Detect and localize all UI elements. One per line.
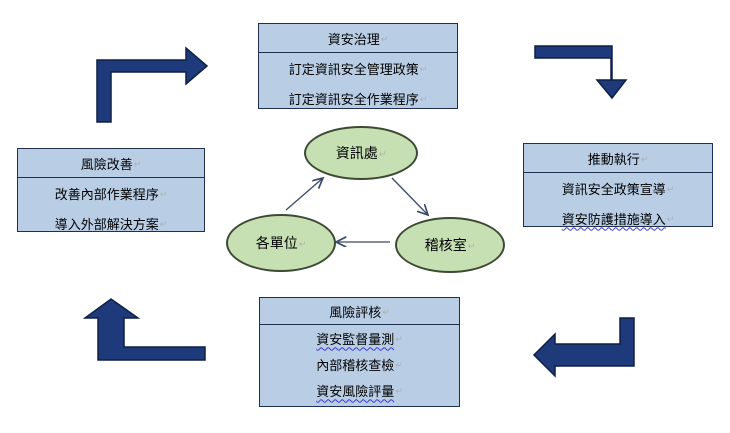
box-promote-title-text: 推動執行 [587,152,640,168]
box-assess-item-1-text: 資安監督量測 [316,332,395,348]
arrow-units-to-info [285,178,323,211]
box-governance-title-text: 資安治理 [327,32,380,48]
box-governance-item-1: 訂定資訊安全管理政策↵ [259,53,457,83]
box-promote: 推動執行↵ 資訊安全政策宣導↵ 資安防護措施導入↵ [523,143,713,228]
arrow-top-right [534,45,628,100]
box-improve-item-1-text: 改善內部作業程序 [54,187,159,203]
node-audit: 稽核室↵ [395,217,505,273]
node-info-label: 資訊處 [335,146,378,162]
box-improve-item-2: 導入外部解決方案↵ [18,208,204,238]
arrow-bottom-right [532,317,635,378]
box-governance: 資安治理↵ 訂定資訊安全管理政策↵ 訂定資訊安全作業程序↵ [258,23,458,109]
box-improve-title-text: 風險改善 [80,157,133,173]
box-governance-item-2: 訂定資訊安全作業程序↵ [259,83,457,113]
box-governance-item-2-text: 訂定資訊安全作業程序 [288,92,419,108]
box-improve: 風險改善↵ 改善內部作業程序↵ 導入外部解決方案↵ [17,148,205,233]
node-units-label: 各單位 [255,236,298,252]
box-promote-item-2-text: 資安防護措施導入 [561,212,666,228]
arrow-info-to-audit [391,177,428,215]
box-assess-item-2-text: 內部稽核查檢 [316,358,395,374]
node-audit-label: 稽核室 [424,238,467,254]
box-governance-title: 資安治理↵ [259,24,457,53]
box-assess-title-text: 風險評核 [329,305,382,321]
box-promote-item-1: 資訊安全政策宣導↵ [524,173,712,203]
node-units: 各單位↵ [226,214,336,272]
box-assess-item-3-text: 資安風險評量 [316,384,395,400]
node-info: 資訊處↵ [304,126,418,180]
box-assess-item-2: 內部稽核查檢↵ [260,351,459,377]
box-assess-item-3: 資安風險評量↵ [260,377,459,403]
box-promote-title: 推動執行↵ [524,144,712,173]
box-promote-item-2: 資安防護措施導入↵ [524,203,712,233]
box-governance-item-1-text: 訂定資訊安全管理政策 [288,62,419,78]
box-assess-item-1: 資安監督量測↵ [260,325,459,351]
box-assess-title: 風險評核↵ [260,298,459,325]
box-assess: 風險評核↵ 資安監督量測↵ 內部稽核查檢↵ 資安風險評量↵ [259,297,460,407]
box-improve-title: 風險改善↵ [18,149,204,178]
arrow-top-left [96,46,209,123]
box-improve-item-2-text: 導入外部解決方案 [54,217,159,233]
box-improve-item-1: 改善內部作業程序↵ [18,178,204,208]
arrow-bottom-left [82,298,206,361]
box-promote-item-1-text: 資訊安全政策宣導 [561,182,666,198]
